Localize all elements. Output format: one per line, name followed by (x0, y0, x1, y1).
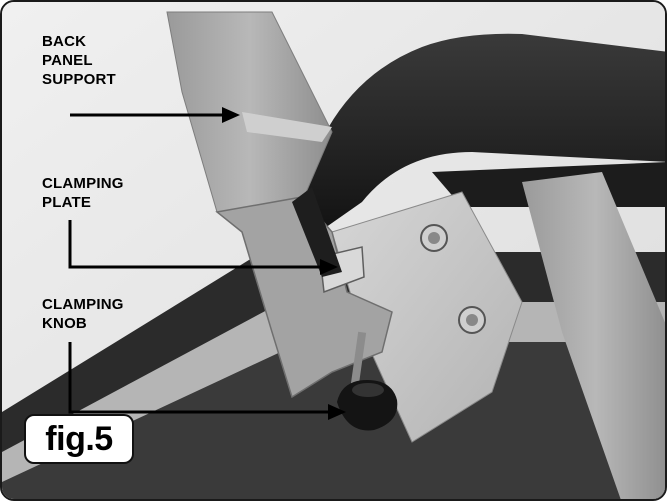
callout-line: PANEL (42, 52, 93, 69)
callout-clamping-plate: CLAMPING PLATE (42, 174, 124, 212)
callout-line: SUPPORT (42, 71, 116, 88)
table-rail-lower (2, 342, 665, 499)
right-leg (522, 172, 665, 499)
callout-clamping-knob: CLAMPING KNOB (42, 295, 124, 333)
callout-line: BACK (42, 33, 87, 50)
callout-line: KNOB (42, 315, 87, 332)
callout-line: PLATE (42, 194, 92, 211)
leader-back-panel-support (70, 107, 240, 123)
callout-line: CLAMPING (42, 175, 124, 192)
figure-label: fig.5 (45, 419, 113, 458)
threaded-rod (349, 331, 367, 393)
leader-clamping-knob (68, 342, 346, 420)
figure-badge: fig.5 (24, 414, 134, 464)
back-panel (302, 33, 665, 237)
callout-line: CLAMPING (42, 296, 124, 313)
leader-clamping-plate (68, 220, 338, 275)
callout-back-panel-support: BACK PANEL SUPPORT (42, 32, 116, 89)
